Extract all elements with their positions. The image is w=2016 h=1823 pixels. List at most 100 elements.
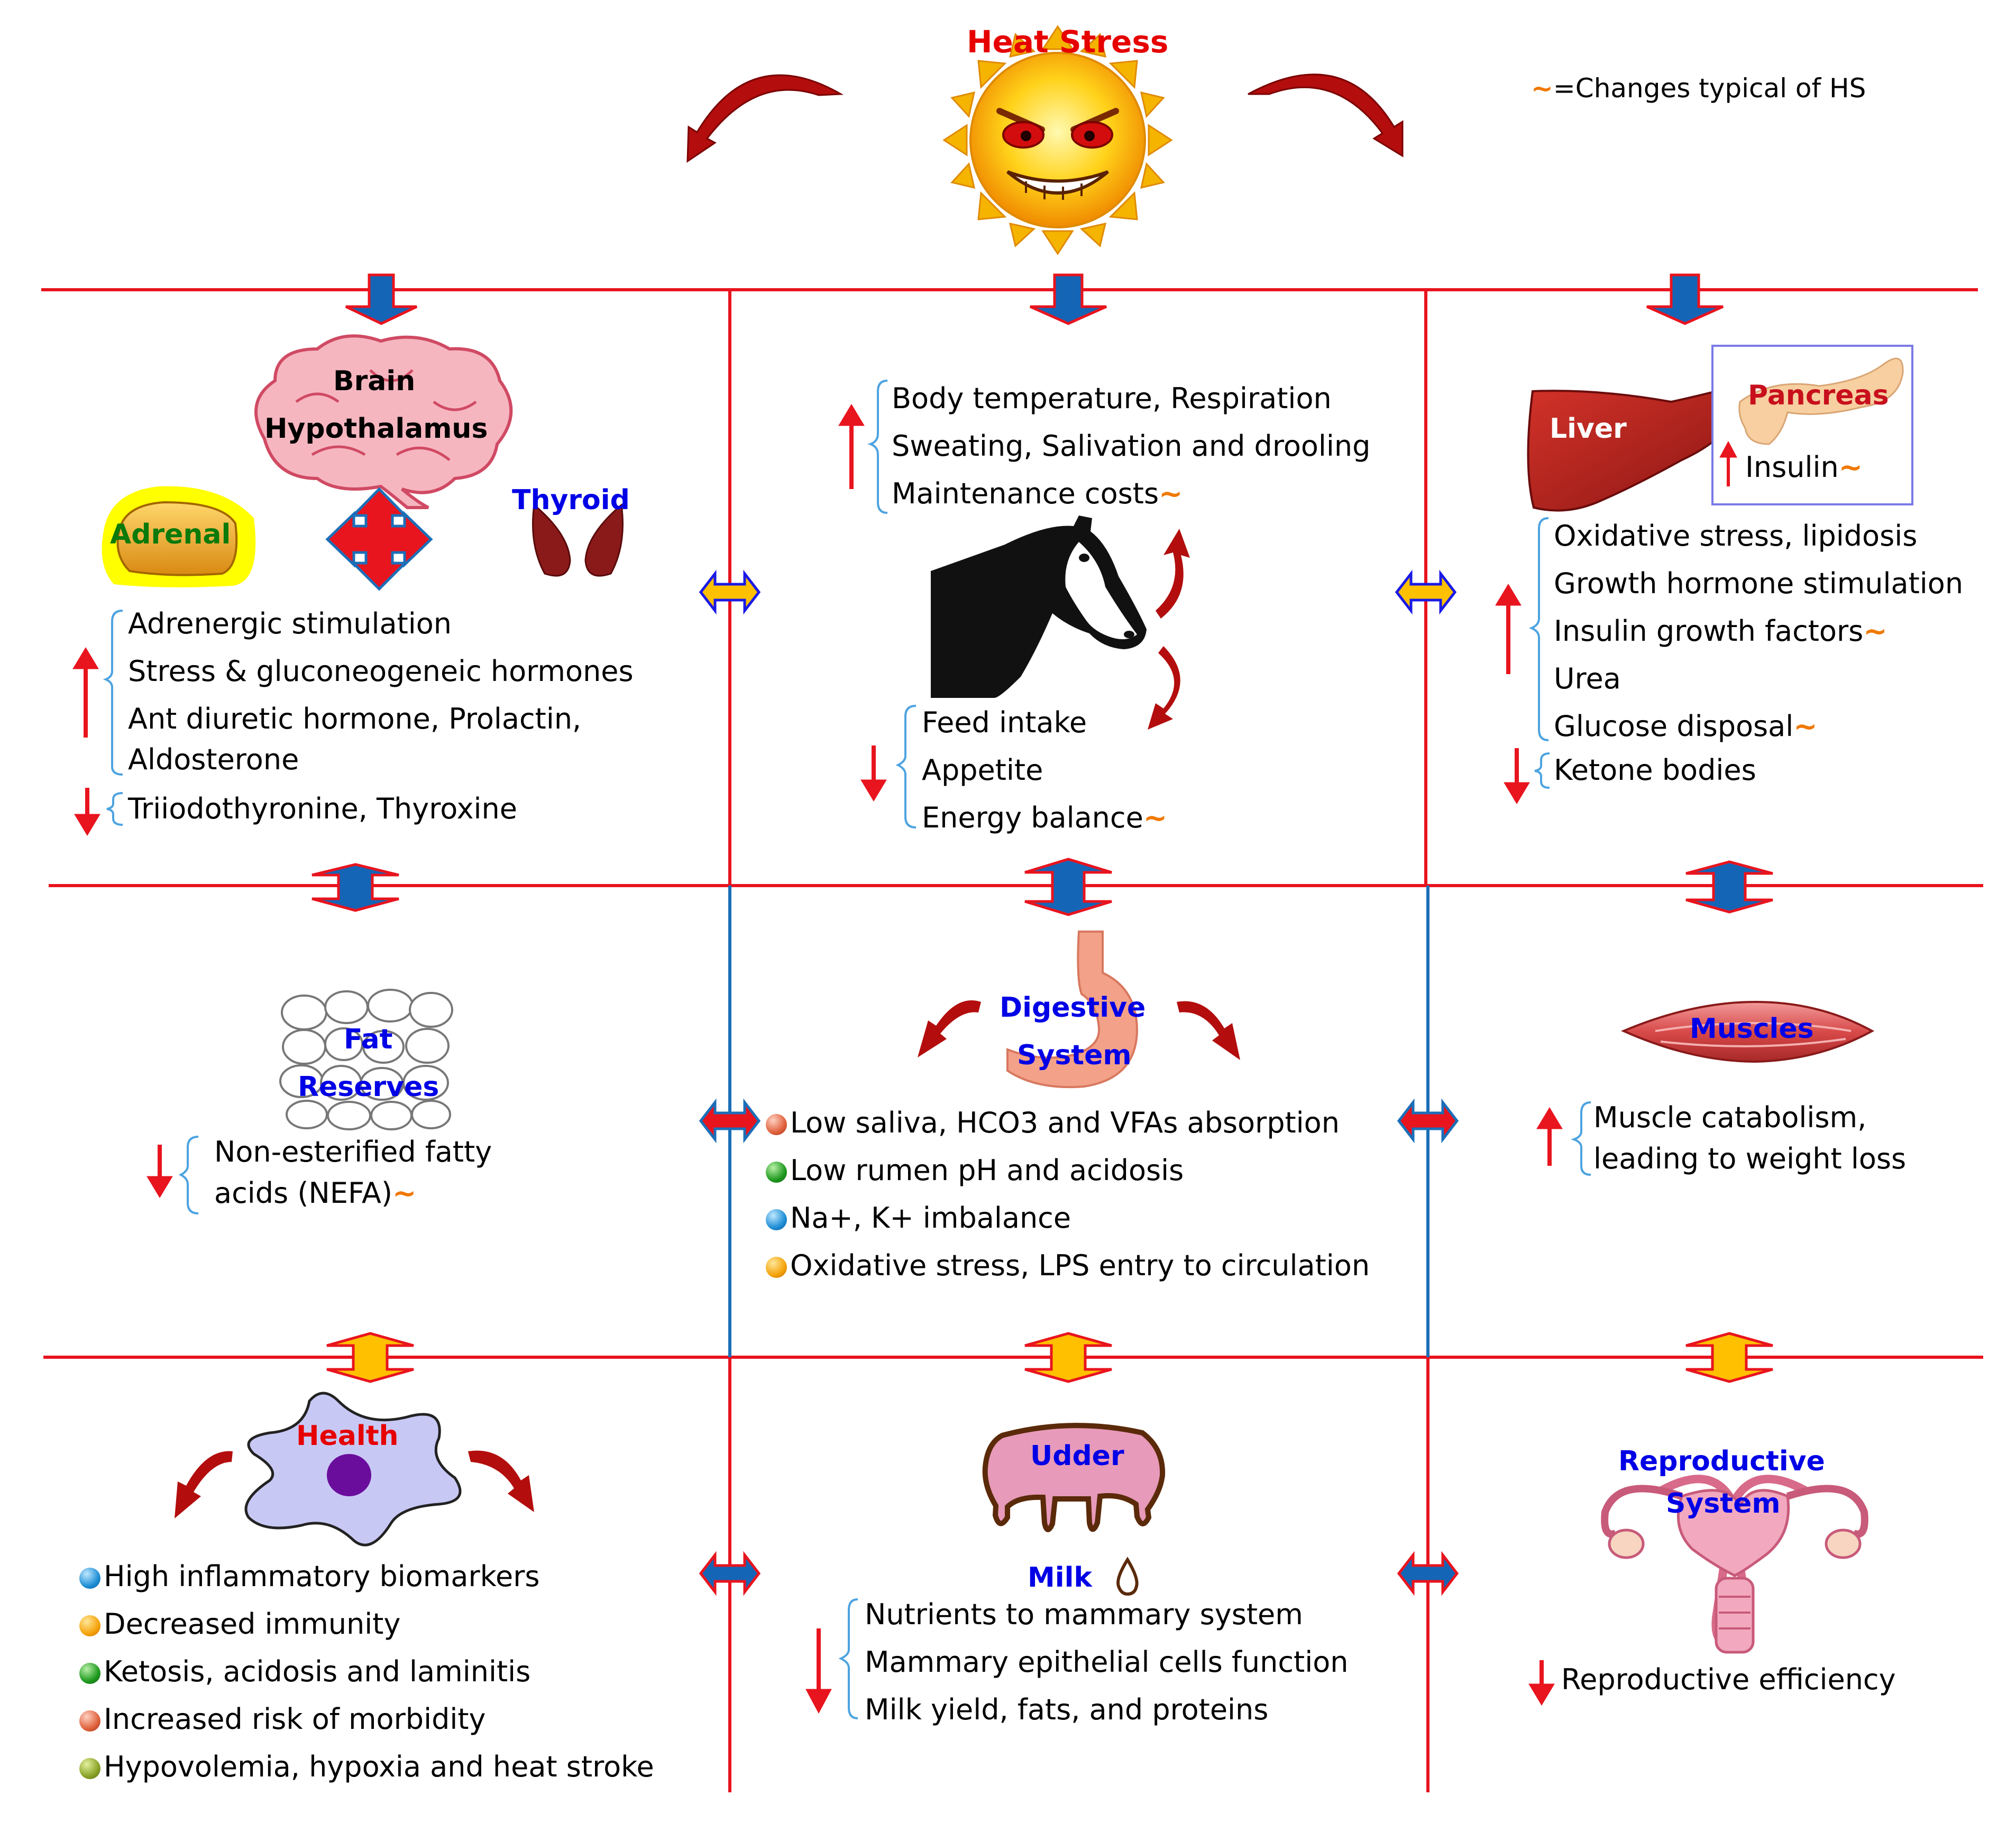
tilde-icon: ~	[1793, 710, 1818, 743]
endocrine-up-item: Aldosterone	[128, 743, 299, 776]
curved-arrow-left-icon	[686, 74, 844, 163]
down-arrows	[74, 745, 1555, 1714]
immune-cell-icon	[244, 1392, 462, 1546]
yellow-updown-arrows	[326, 1332, 1773, 1383]
legend-tilde-icon: ~	[1531, 73, 1553, 104]
angry-sun-icon	[942, 25, 1173, 255]
muscles-up-item: Muscle catabolism,	[1593, 1101, 1867, 1134]
udder-down-item: Nutrients to mammary system	[865, 1598, 1303, 1631]
bullet-icon	[79, 1663, 100, 1684]
liver-down-item: Ketone bodies	[1554, 753, 1756, 787]
liver-up-item: Oxidative stress, lipidosis	[1554, 519, 1918, 553]
bullet-icon	[79, 1568, 100, 1589]
endocrine-down-arrow-icon	[74, 788, 100, 836]
reproductive-down-item: Reproductive efficiency	[1561, 1663, 1896, 1696]
reserves-label: Reserves	[298, 1071, 439, 1103]
liver-up-item: Glucose disposal~	[1554, 710, 1818, 743]
blue-down-arrows	[345, 273, 1724, 325]
health-curved-arrows-icon	[175, 1450, 534, 1518]
cow-up-item: Sweating, Salivation and drooling	[892, 429, 1371, 463]
bullet-icon	[79, 1758, 100, 1779]
yellow-leftright-arrows	[699, 569, 1457, 615]
fat-label: Fat	[344, 1024, 393, 1055]
pancreas-label: Pancreas	[1748, 380, 1889, 411]
reproductive-label: Reproductive	[1618, 1445, 1825, 1477]
cow-down-item: Feed intake	[922, 706, 1087, 739]
tilde-icon: ~	[1838, 450, 1863, 484]
legend: ~=Changes typical of HS	[1531, 75, 1866, 102]
cow-down-item: Energy balance~	[922, 801, 1168, 834]
bullet-icon	[79, 1710, 100, 1732]
udder-down-item: Mammary epithelial cells function	[865, 1645, 1349, 1679]
liver-up-item: Urea	[1554, 662, 1621, 695]
uterus-icon	[1601, 1475, 1868, 1654]
udder-down-arrow-icon	[805, 1628, 832, 1714]
udder-down-item: Milk yield, fats, and proteins	[865, 1693, 1269, 1726]
digestive-curved-arrows-icon	[918, 1000, 1240, 1060]
fat-cells-icon	[279, 989, 453, 1130]
digestive-label: Digestive	[1000, 992, 1146, 1024]
brackets	[103, 380, 1591, 1719]
digestive-item: Low saliva, HCO3 and VFAs absorption	[766, 1109, 1340, 1137]
endocrine-up-item: Ant diuretic hormone, Prolactin,	[128, 702, 582, 735]
adrenal-label: Adrenal	[110, 519, 231, 550]
fat-down-item: acids (NEFA)~	[214, 1176, 417, 1210]
up-arrows	[72, 404, 1737, 1166]
bullet-icon	[766, 1257, 787, 1278]
bullet-icon	[766, 1114, 787, 1135]
thyroid-gland-icon	[532, 503, 624, 577]
tilde-icon: ~	[1863, 614, 1887, 648]
endocrine-down-item: Triiodothyronine, Thyroxine	[128, 792, 517, 825]
health-item: Decreased immunity	[79, 1610, 400, 1638]
muscle-icon	[1620, 1000, 1875, 1063]
health-item: Hypovolemia, hypoxia and heat stroke	[79, 1753, 654, 1781]
tilde-icon: ~	[1159, 477, 1183, 510]
cow-down-item: Appetite	[922, 753, 1043, 787]
udder-icon	[982, 1423, 1166, 1532]
cow-up-item: Maintenance costs~	[892, 477, 1183, 510]
cow-head-icon	[931, 515, 1147, 698]
fat-down-item: Non-esterified fatty	[214, 1135, 492, 1168]
pancreas-panel	[1711, 345, 1913, 505]
liver-up-arrow-icon	[1495, 584, 1522, 674]
title-heat-stress: Heat Stress	[967, 24, 1169, 60]
digestive-item: Low rumen pH and acidosis	[766, 1156, 1184, 1185]
blue-leftright-arrows	[699, 1551, 1459, 1596]
endocrine-up-item: Adrenergic stimulation	[128, 607, 452, 640]
red-cross-arrows-icon	[325, 487, 433, 591]
cow-curved-arrows-icon	[1148, 529, 1190, 730]
health-item: Increased risk of morbidity	[79, 1705, 486, 1734]
curved-arrow-right-icon	[1248, 73, 1404, 158]
milk-drop-icon	[1116, 1557, 1139, 1596]
legend-text: =Changes typical of HS	[1553, 73, 1866, 104]
thyroid-label: Thyroid	[512, 484, 630, 516]
health-item: Ketosis, acidosis and laminitis	[79, 1658, 530, 1686]
system-label: System	[1017, 1039, 1132, 1071]
digestive-item: Oxidative stress, LPS entry to circulati…	[766, 1251, 1370, 1280]
liver-icon	[1527, 379, 1757, 512]
reproductive-system-label: System	[1666, 1488, 1781, 1520]
health-item: High inflammatory biomarkers	[79, 1562, 540, 1591]
insulin-up-arrow-icon	[1719, 440, 1737, 486]
liver-down-arrow-icon	[1504, 748, 1530, 804]
muscles-up-arrow-icon	[1536, 1107, 1563, 1166]
cow-up-item: Body temperature, Respiration	[892, 382, 1332, 415]
bullet-icon	[766, 1209, 787, 1230]
liver-up-item: Growth hormone stimulation	[1554, 567, 1964, 600]
endocrine-up-item: Stress & gluconeogeneic hormones	[128, 655, 634, 688]
udder-label: Udder	[1030, 1440, 1124, 1472]
hypothalamus-label: Hypothalamus	[264, 413, 488, 445]
cow-down-arrow-icon	[860, 745, 887, 802]
brain-icon	[254, 334, 513, 509]
endocrine-up-arrow-icon	[72, 647, 99, 738]
brain-label: Brain	[333, 365, 416, 397]
liver-label: Liver	[1550, 413, 1627, 445]
reproductive-down-arrow-icon	[1528, 1660, 1555, 1706]
milk-label: Milk	[1028, 1562, 1092, 1594]
muscles-up-item: leading to weight loss	[1593, 1142, 1907, 1175]
bullet-icon	[766, 1162, 787, 1183]
digestive-item: Na+, K+ imbalance	[766, 1204, 1071, 1232]
stomach-icon	[1006, 931, 1139, 1089]
